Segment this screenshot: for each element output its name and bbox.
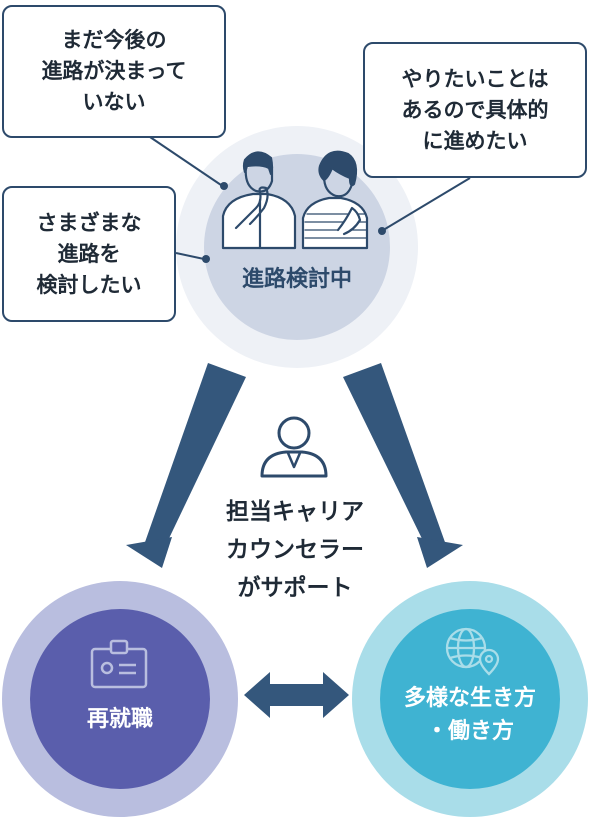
connector-dot [378, 227, 386, 235]
bubble-specific: やりたいことは あるので具体的 に進めたい [363, 42, 587, 178]
bubble-line: やりたいことは [401, 66, 549, 91]
person-icon [260, 416, 328, 478]
connector-mid-left [175, 252, 205, 260]
left-circle-inner [30, 609, 210, 789]
bubble-line: 進路を [57, 241, 121, 266]
bubble-line: まだ今後の [61, 28, 167, 52]
bubble-line: さまざまな [36, 210, 142, 235]
arrow-to-right-circle [343, 363, 463, 568]
double-arrow [244, 672, 349, 718]
connector-dot [220, 182, 228, 190]
counselor-line: 担当キャリア [226, 499, 364, 525]
id-card-icon [90, 639, 148, 689]
counselor-text: 担当キャリア カウンセラー がサポート [190, 493, 400, 607]
bubble-undecided: まだ今後の 進路が決まって いない [2, 5, 226, 138]
diverse-ways-line: ・働き方 [425, 719, 514, 744]
right-circle-inner [380, 609, 560, 789]
bubble-line: 進路が決まって [41, 59, 187, 83]
diverse-ways-label: 多様な生き方 ・働き方 [380, 682, 560, 748]
bubble-line: いない [82, 90, 146, 114]
globe-pin-icon [445, 627, 500, 676]
connector-top-right [384, 177, 471, 230]
bubble-line: に進めたい [422, 128, 528, 153]
two-people-thinking-icon [221, 150, 369, 250]
bubble-various: さまざまな 進路を 検討したい [2, 186, 176, 322]
counselor-line: がサポート [237, 575, 353, 601]
counselor-line: カウンセラー [226, 537, 364, 563]
center-label: 進路検討中 [241, 267, 352, 292]
connector-top-left [149, 136, 222, 186]
reemployment-label: 再就職 [86, 707, 153, 732]
diverse-ways-line: 多様な生き方 [403, 686, 536, 711]
bubble-line: 検討したい [36, 272, 142, 297]
arrow-to-left-circle [126, 363, 246, 568]
bubble-line: あるので具体的 [401, 97, 549, 122]
connector-dot [202, 255, 210, 263]
